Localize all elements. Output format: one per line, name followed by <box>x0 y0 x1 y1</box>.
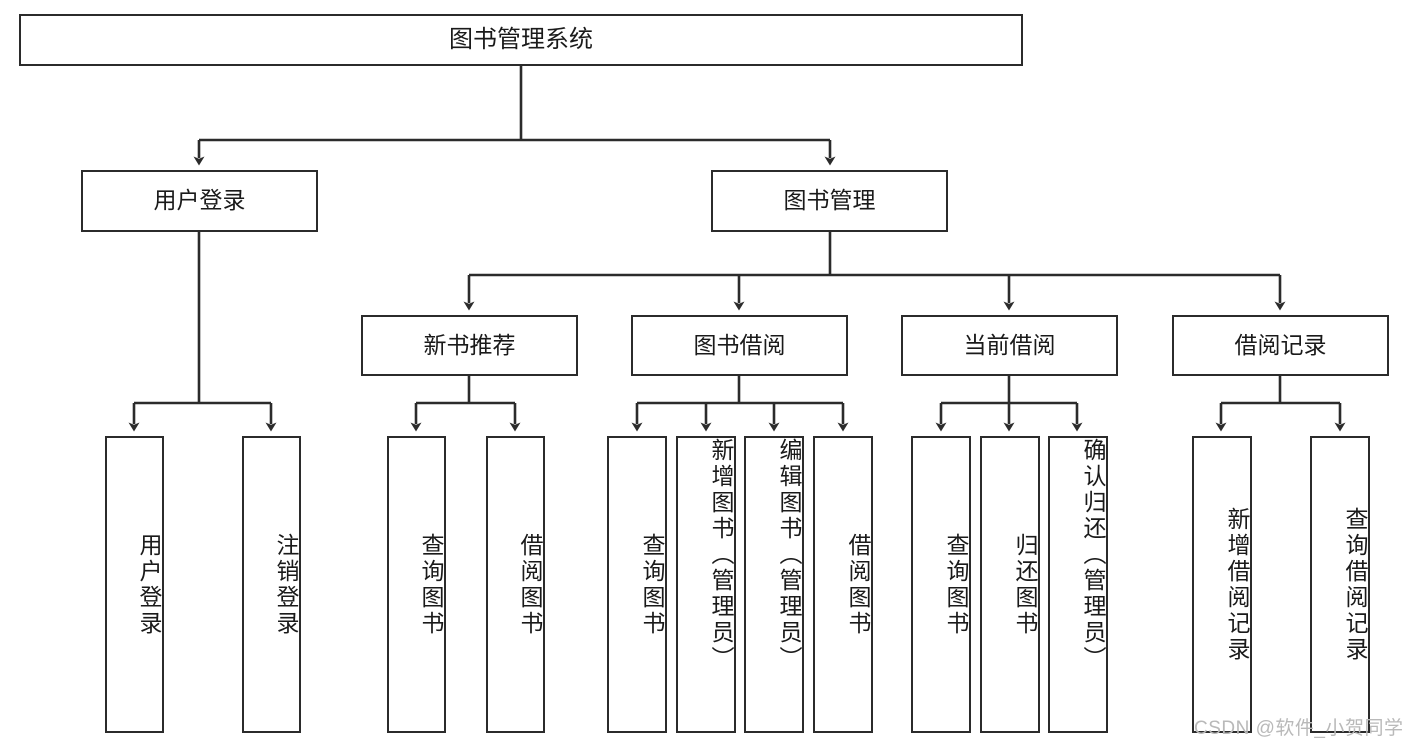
node-label: 归还图书 <box>1012 532 1038 637</box>
node-label: 新增图书（管理员） <box>708 438 734 672</box>
node-label: 编辑图书（管理员） <box>776 438 802 672</box>
node-user-login[interactable]: 用户登录 <box>81 170 318 232</box>
node-book-management[interactable]: 图书管理 <box>711 170 948 232</box>
node-label: 图书管理系统 <box>449 25 593 53</box>
node-label: 注销登录 <box>273 532 299 637</box>
leaf-current-confirm-return-admin[interactable]: 确认归还（管理员） <box>1048 436 1108 733</box>
node-label: 借阅图书 <box>517 532 543 637</box>
node-label: 用户登录 <box>153 187 246 214</box>
node-label: 用户登录 <box>136 532 162 637</box>
node-label: 借阅记录 <box>1234 331 1327 358</box>
node-label: 查询图书 <box>943 532 969 637</box>
node-label: 查询图书 <box>639 532 665 637</box>
node-label: 查询借阅记录 <box>1342 506 1368 663</box>
leaf-borrow-query-book[interactable]: 查询图书 <box>607 436 667 733</box>
node-label: 新增借阅记录 <box>1224 506 1250 663</box>
node-label: 查询图书 <box>418 532 444 637</box>
node-borrow-record[interactable]: 借阅记录 <box>1172 315 1389 376</box>
node-current-borrow[interactable]: 当前借阅 <box>901 315 1118 376</box>
leaf-current-query-book[interactable]: 查询图书 <box>911 436 971 733</box>
leaf-borrow-edit-book-admin[interactable]: 编辑图书（管理员） <box>744 436 804 733</box>
leaf-borrow-borrow-book[interactable]: 借阅图书 <box>813 436 873 733</box>
node-label: 当前借阅 <box>963 331 1056 358</box>
node-label: 图书借阅 <box>693 331 786 358</box>
watermark-text: CSDN @软件_小贺同学 <box>1194 718 1404 739</box>
leaf-record-add-record[interactable]: 新增借阅记录 <box>1192 436 1252 733</box>
node-new-book-recommend[interactable]: 新书推荐 <box>361 315 578 376</box>
leaf-recommend-query-book[interactable]: 查询图书 <box>387 436 446 733</box>
leaf-current-return-book[interactable]: 归还图书 <box>980 436 1040 733</box>
leaf-recommend-borrow-book[interactable]: 借阅图书 <box>486 436 545 733</box>
leaf-record-query-record[interactable]: 查询借阅记录 <box>1310 436 1370 733</box>
node-label: 新书推荐 <box>423 331 516 358</box>
leaf-user-login-login[interactable]: 用户登录 <box>105 436 164 733</box>
node-book-borrow[interactable]: 图书借阅 <box>631 315 848 376</box>
leaf-user-login-logout[interactable]: 注销登录 <box>242 436 301 733</box>
leaf-borrow-add-book-admin[interactable]: 新增图书（管理员） <box>676 436 736 733</box>
node-label: 图书管理 <box>783 187 876 214</box>
node-label: 借阅图书 <box>845 532 871 637</box>
node-root-system[interactable]: 图书管理系统 <box>19 14 1023 66</box>
node-label: 确认归还（管理员） <box>1080 438 1106 672</box>
